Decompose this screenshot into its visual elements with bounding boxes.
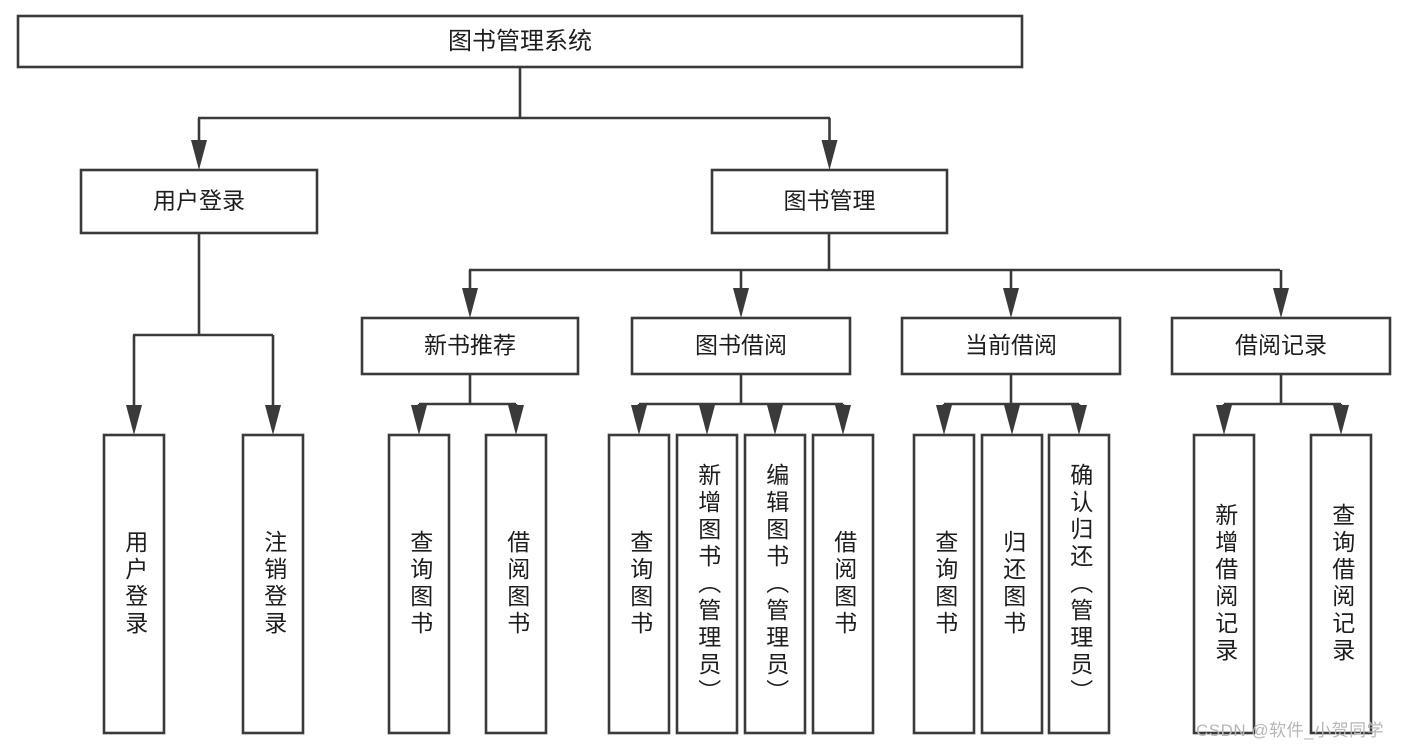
node-box-leaf-add-borrow-record[interactable] xyxy=(1192,433,1256,735)
edge-book-manage-to-borrow-record xyxy=(1273,270,1289,318)
node-label-root-text: 图书管理系统 xyxy=(448,28,592,55)
connector-trunk-new-book-recommend xyxy=(419,374,516,406)
arrow-head-icon xyxy=(265,405,281,435)
arrow-head-icon xyxy=(733,288,749,318)
node-box-leaf-add-book[interactable] xyxy=(675,433,739,735)
node-label-borrow-record: 借阅记录 xyxy=(1235,332,1327,358)
arrow-head-icon xyxy=(1004,405,1020,435)
node-box-leaf-query-book-3[interactable] xyxy=(912,433,976,735)
edge-root-to-user-login xyxy=(191,118,207,170)
arrow-head-icon xyxy=(1003,288,1019,318)
edge-book-borrow-to-leaf-add-book xyxy=(699,404,715,435)
connectors-layer xyxy=(126,67,1349,435)
edge-current-borrow-to-leaf-confirm-return xyxy=(1071,404,1087,435)
edge-book-manage-to-current-borrow xyxy=(1003,270,1019,318)
node-box-leaf-user-login[interactable] xyxy=(102,433,166,735)
edge-new-book-recommend-to-leaf-borrow-book-1 xyxy=(508,404,524,435)
node-box-borrow-record[interactable] xyxy=(1170,316,1392,376)
connector-trunk-book-manage xyxy=(469,233,1280,272)
arrow-head-icon xyxy=(1216,405,1232,435)
arrow-head-icon xyxy=(1071,405,1087,435)
arrow-head-icon xyxy=(462,288,478,318)
node-label-book-manage: 图书管理 xyxy=(784,188,876,214)
node-box-leaf-borrow-book-1[interactable] xyxy=(484,433,548,735)
edge-current-borrow-to-leaf-return-book xyxy=(1004,404,1020,435)
node-box-leaf-query-book-1[interactable] xyxy=(387,433,451,735)
node-box-leaf-edit-book[interactable] xyxy=(743,433,807,735)
node-box-user-login[interactable] xyxy=(79,168,319,235)
arrow-head-icon xyxy=(821,140,838,170)
arrow-head-icon xyxy=(126,405,142,435)
node-box-leaf-borrow-book-2[interactable] xyxy=(811,433,875,735)
node-box-leaf-query-borrow-record[interactable] xyxy=(1309,433,1373,735)
edge-book-manage-to-new-book-recommend xyxy=(462,270,478,318)
edge-book-manage-to-book-borrow xyxy=(733,270,749,318)
node-box-leaf-return-book[interactable] xyxy=(980,433,1044,735)
node-label-new-book-recommend: 新书推荐 xyxy=(424,332,516,358)
node-box-leaf-query-book-2[interactable] xyxy=(607,433,671,735)
node-box-book-manage[interactable] xyxy=(710,168,949,235)
arrow-head-icon xyxy=(191,140,207,170)
arrow-head-icon xyxy=(1333,405,1349,435)
edge-book-borrow-to-leaf-edit-book xyxy=(767,404,783,435)
edge-borrow-record-to-leaf-query-borrow-record xyxy=(1333,404,1349,435)
edge-user-login-to-leaf-user-logout xyxy=(265,335,281,435)
boxes-layer xyxy=(16,14,1392,735)
arrow-head-icon xyxy=(936,405,952,435)
connector-trunk-root xyxy=(198,67,830,120)
node-box-leaf-user-logout[interactable] xyxy=(241,433,305,735)
node-box-new-book-recommend[interactable] xyxy=(360,316,580,376)
node-label-book-borrow: 图书借阅 xyxy=(695,332,787,358)
edge-book-borrow-to-leaf-borrow-book-2 xyxy=(835,404,851,435)
arrow-head-icon xyxy=(1273,288,1289,318)
node-box-book-borrow[interactable] xyxy=(630,316,852,376)
connector-trunk-user-login xyxy=(133,233,273,337)
connector-trunk-book-borrow xyxy=(639,374,843,406)
arrow-head-icon xyxy=(631,405,647,435)
edge-user-login-to-leaf-user-login xyxy=(126,335,142,435)
arrow-head-icon xyxy=(767,405,783,435)
node-label-user-login: 用户登录 xyxy=(153,188,245,214)
arrow-head-icon xyxy=(508,405,524,435)
node-box-current-borrow[interactable] xyxy=(900,316,1122,376)
node-box-root[interactable] xyxy=(16,14,1024,69)
node-box-leaf-confirm-return[interactable] xyxy=(1047,433,1111,735)
edge-borrow-record-to-leaf-add-borrow-record xyxy=(1216,404,1232,435)
arrow-head-icon xyxy=(835,405,851,435)
edge-root-to-book-manage xyxy=(821,118,838,170)
arrow-head-icon xyxy=(699,405,715,435)
node-label-current-borrow: 当前借阅 xyxy=(965,332,1057,358)
arrow-head-icon xyxy=(411,405,427,435)
connector-trunk-current-borrow xyxy=(944,374,1079,406)
edge-current-borrow-to-leaf-query-book-3 xyxy=(936,404,952,435)
edge-book-borrow-to-leaf-query-book-2 xyxy=(631,404,647,435)
connector-trunk-borrow-record xyxy=(1224,374,1341,406)
csdn-watermark: CSDN @软件_小贺同学 xyxy=(1196,721,1385,740)
edge-new-book-recommend-to-leaf-query-book-1 xyxy=(411,404,427,435)
